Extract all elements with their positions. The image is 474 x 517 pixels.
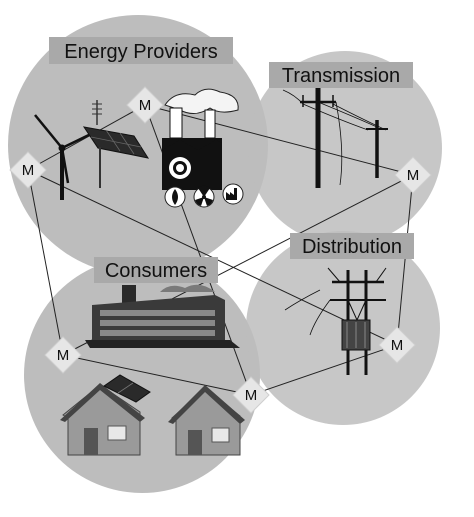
svg-text:M: M [407,167,420,184]
rooftop-solar-icon [103,374,151,403]
svg-text:M: M [391,337,404,354]
svg-text:Transmission: Transmission [282,65,400,87]
transmission-circle [248,51,442,245]
transmission-tower-icon [282,88,388,188]
svg-text:M: M [245,387,258,404]
svg-text:M: M [139,97,152,114]
house-right-icon [168,385,245,456]
meter-providers-top: M [126,86,164,124]
meter-consumers-left: M [44,336,82,374]
power-plant-icon [162,88,239,190]
transformer-icon [341,319,371,351]
office-building-icon [85,284,240,348]
meter-providers-left: M [9,151,47,189]
svg-text:Consumers: Consumers [105,260,207,282]
transmission-label: Transmission [269,62,413,88]
svg-text:Energy Providers: Energy Providers [64,41,217,63]
factory-small-icon [222,183,244,205]
house-left-icon [60,383,145,456]
solar-panel-icon [82,100,150,188]
meter-transmission: M [394,156,432,194]
gas-flame-icon [164,186,186,208]
meter-distribution: M [378,326,416,364]
nuclear-icon [193,185,215,208]
distribution-label: Distribution [290,233,414,259]
svg-text:Distribution: Distribution [302,236,402,258]
wind-turbine-icon [34,114,96,200]
energy-providers-label: Energy Providers [49,37,233,64]
svg-text:M: M [57,347,70,364]
consumers-label: Consumers [94,257,218,283]
meter-consumers-right: M [232,376,270,414]
consumers-circle [24,257,260,493]
svg-text:M: M [22,162,35,179]
